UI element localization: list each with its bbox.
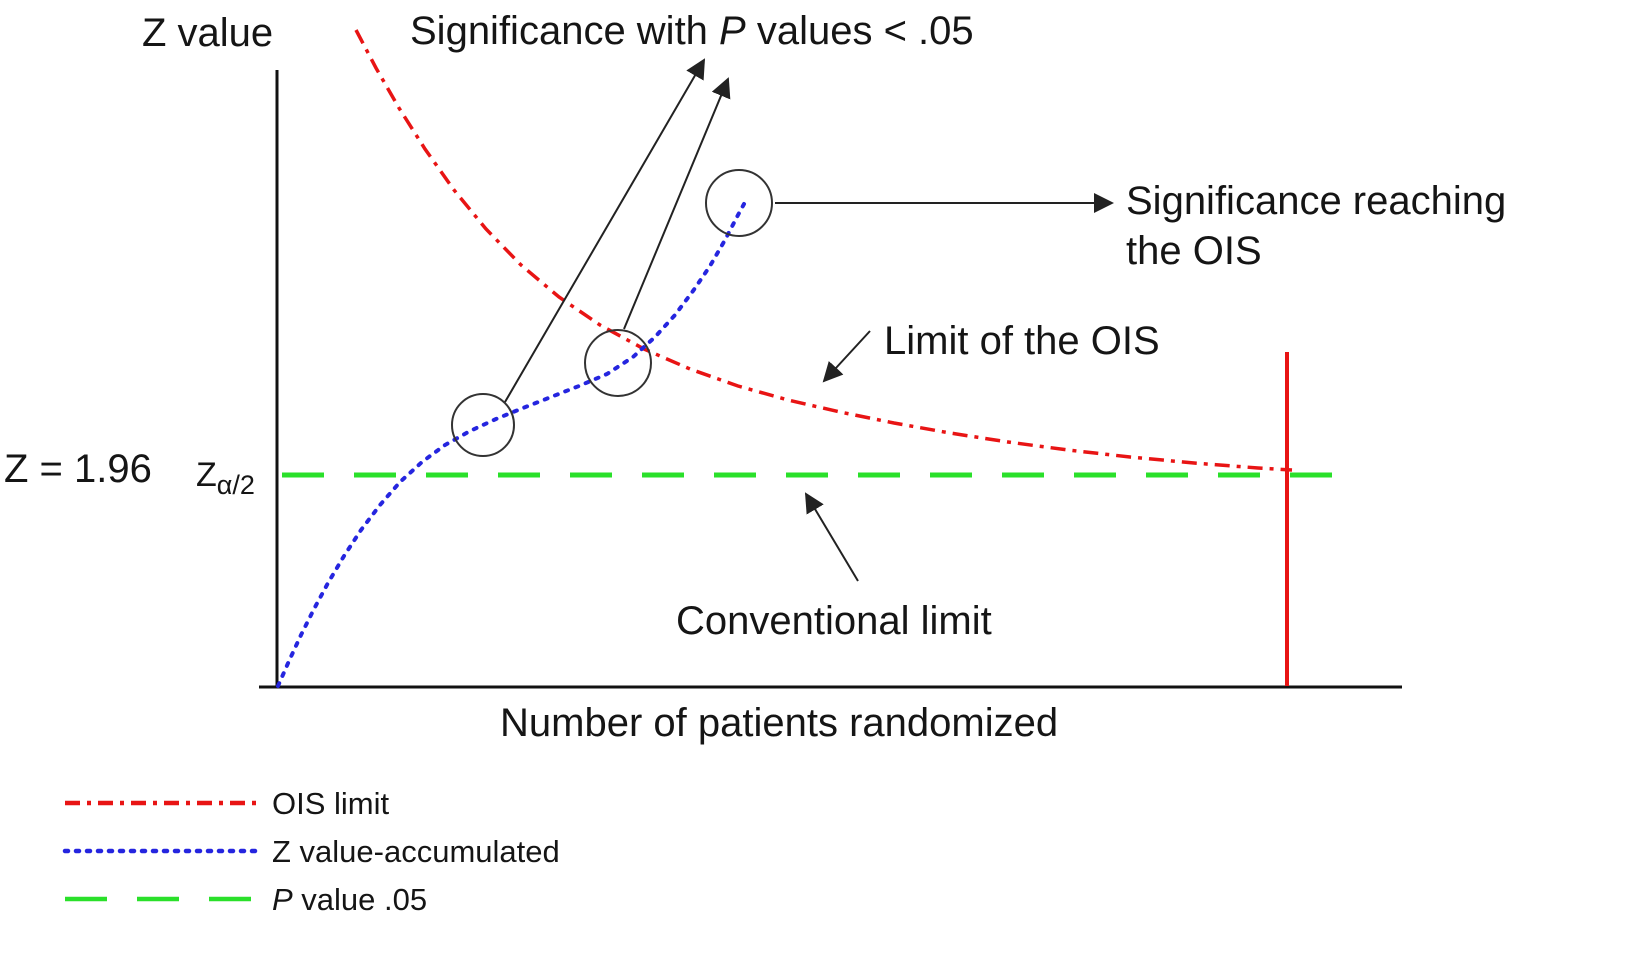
annotation-arrow-4 <box>822 330 871 383</box>
x-axis-title: Number of patients randomized <box>500 701 1059 745</box>
significance-p-annotation: Significance with P values < .05 <box>410 6 974 56</box>
significance-circle-2 <box>584 329 652 397</box>
legend-label-z-accumulated: Z value-accumulated <box>272 833 560 872</box>
significance-circle-1 <box>451 393 515 457</box>
significance-ois-line2: the OIS <box>1126 229 1262 273</box>
z-alpha-base: Z <box>196 456 217 494</box>
annotation-arrow-2 <box>623 77 731 330</box>
significance-p-prefix: Significance with <box>410 9 720 53</box>
significance-ois-annotation: Significance reaching the OIS <box>1126 176 1506 276</box>
limit-of-ois-annotation: Limit of the OIS <box>884 319 1160 363</box>
legend-3-post: value .05 <box>292 882 428 917</box>
conventional-limit-annotation: Conventional limit <box>676 599 992 643</box>
significance-p-italic: P <box>719 9 746 53</box>
z-alpha-subscript: α/2 <box>216 469 255 500</box>
z-196-label: Z = 1.96 <box>4 447 152 491</box>
annotation-arrow-1 <box>504 58 706 403</box>
legend-label-ois-limit: OIS limit <box>272 785 389 824</box>
z-alpha-label: Zα/2 <box>196 454 255 503</box>
annotation-arrow-5 <box>804 492 859 582</box>
legend-2-text: Z value-accumulated <box>272 834 560 869</box>
y-axis-title: Z value <box>142 11 274 55</box>
legend-label-p-value: P value .05 <box>272 881 427 920</box>
significance-circle-3 <box>705 169 773 237</box>
significance-p-suffix: values < .05 <box>745 9 974 53</box>
legend-3-italic: P <box>272 882 293 917</box>
significance-ois-line1: Significance reaching <box>1126 179 1507 223</box>
legend-1-text: OIS limit <box>272 786 390 821</box>
z-accumulated-curve <box>276 202 746 688</box>
